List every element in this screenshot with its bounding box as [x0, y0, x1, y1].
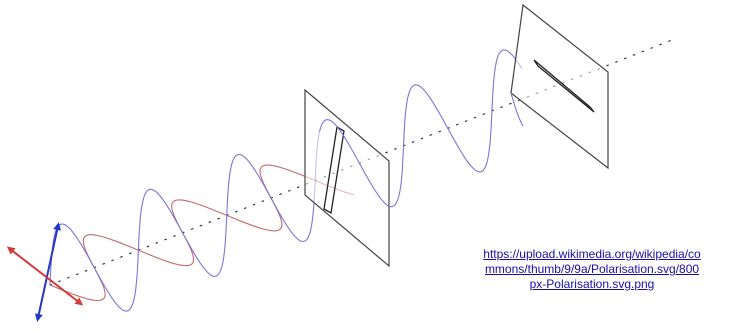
vertical-wave-component [49, 131, 321, 312]
horizontal-vector-arrow [6, 246, 84, 306]
vertical-polarizer [304, 88, 390, 268]
polarized-wave [318, 49, 523, 208]
source-url-line-3: px-Polarisation.svg.png [529, 277, 655, 291]
horizontal-polarizer [510, 3, 609, 170]
polarizer-slit [533, 59, 595, 113]
polarizer-slit [323, 125, 345, 215]
source-url-line-2: mmons/thumb/9/9a/Polarisation.svg/800 [484, 262, 700, 276]
blocked-wave-stub [510, 92, 524, 127]
source-url-line-1: https://upload.wikimedia.org/wikipedia/c… [483, 247, 701, 261]
polarizer-frame [510, 3, 609, 170]
polarizer-frame [304, 88, 390, 268]
source-url-link[interactable]: https://upload.wikimedia.org/wikipedia/c… [432, 247, 752, 292]
